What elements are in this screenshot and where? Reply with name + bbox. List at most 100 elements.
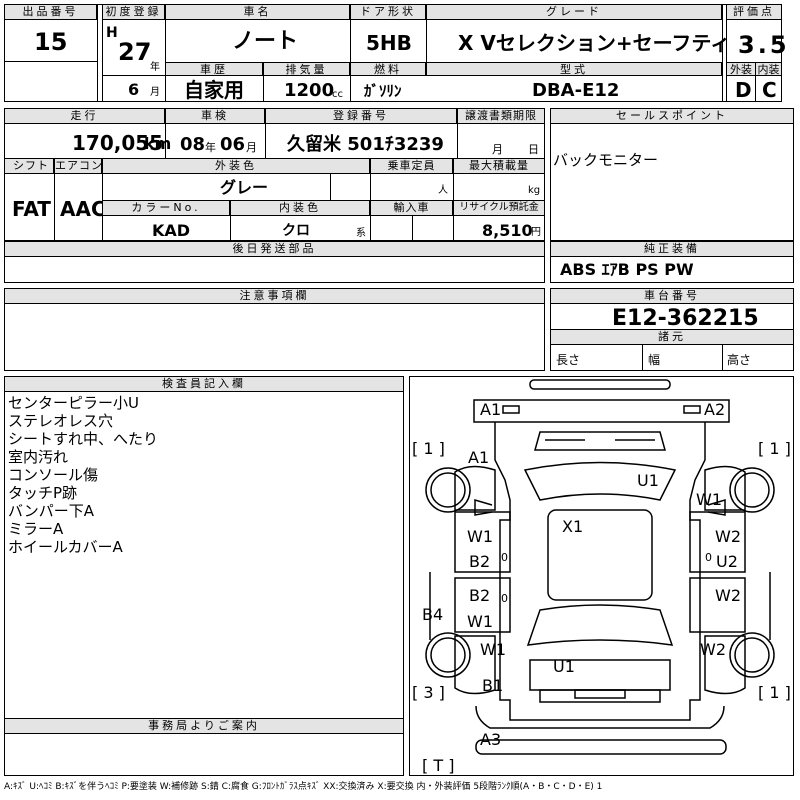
length-label: 長さ bbox=[556, 353, 581, 367]
mileage: 170,055 bbox=[72, 131, 164, 155]
color-header: 外装色 bbox=[102, 158, 370, 174]
exterior-grade: D bbox=[735, 78, 752, 102]
transfer-header: 譲渡書類期限 bbox=[457, 108, 545, 124]
exterior-color: グレー bbox=[220, 178, 269, 197]
damage-label: U1 bbox=[637, 471, 659, 490]
later-parts-header: 後日発送部品 bbox=[4, 241, 545, 257]
damage-label: B2 bbox=[469, 552, 491, 571]
car-name: ノート bbox=[232, 29, 299, 54]
grade-header: グレード bbox=[426, 4, 722, 20]
inspector-line: ホイールカバーA bbox=[8, 538, 123, 556]
damage-label: W1 bbox=[467, 612, 493, 631]
import-header: 輸入車 bbox=[370, 200, 453, 216]
interior-header: 内装 bbox=[755, 62, 782, 76]
damage-label: B1 bbox=[482, 676, 504, 695]
car-outline bbox=[425, 379, 775, 755]
inspector-notes: センターピラー小U ステレオレス穴 シートすれ中、へたり 室内汚れ コンソール傷… bbox=[8, 394, 398, 556]
sales-point: バックモニター bbox=[553, 151, 659, 169]
inspector-line: センターピラー小U bbox=[8, 394, 139, 412]
exterior-header: 外装 bbox=[726, 62, 756, 76]
interior-color: クロ bbox=[282, 223, 310, 239]
damage-label: W2 bbox=[715, 586, 741, 605]
mileage-header: 走行 bbox=[4, 108, 165, 124]
width-label: 幅 bbox=[648, 353, 661, 367]
inspector-line: タッチP跡 bbox=[8, 484, 78, 502]
car-name-header: 車名 bbox=[165, 4, 350, 20]
shift-header: シフト bbox=[4, 158, 54, 174]
era-mark: H bbox=[106, 25, 118, 41]
damage-label: [ 3 ] bbox=[412, 683, 445, 702]
damage-label: W1 bbox=[696, 490, 722, 509]
small-mark: 0 bbox=[501, 592, 508, 605]
inspection-month: 06 bbox=[220, 134, 246, 155]
inspector-line: コンソール傷 bbox=[8, 466, 99, 484]
small-mark: 0 bbox=[705, 551, 712, 564]
damage-label: W2 bbox=[715, 527, 741, 546]
door-type: 5HB bbox=[366, 31, 412, 55]
chassis-header: 車台番号 bbox=[550, 288, 794, 304]
damage-label: B2 bbox=[469, 586, 491, 605]
damage-label: A1 bbox=[468, 448, 490, 467]
damage-label: X1 bbox=[562, 517, 584, 536]
inspection-header: 車検 bbox=[165, 108, 265, 124]
vehicle-history: 自家用 bbox=[184, 78, 244, 102]
caution-header: 注意事項欄 bbox=[4, 288, 545, 304]
damage-diagram: A1 A2 [ 1 ] [ 1 ] A1 U1 W1 X1 W1 W2 B2 U… bbox=[409, 376, 794, 776]
history-header: 車歴 bbox=[165, 62, 263, 76]
displacement-header: 排気量 bbox=[263, 62, 350, 76]
overall-score: 3.5 bbox=[738, 31, 790, 59]
inspector-line: 室内汚れ bbox=[8, 448, 69, 466]
chassis-number: E12-362215 bbox=[612, 306, 759, 331]
inspector-line: ミラーA bbox=[8, 520, 64, 538]
legend: A:ｷｽﾞ U:ﾍｺﾐ B:ｷｽﾞを伴うﾍｺﾐ P:要塗装 W:補修跡 S:錆 … bbox=[4, 782, 603, 792]
spec-header: 諸元 bbox=[550, 329, 794, 345]
plate-header: 登録番号 bbox=[265, 108, 457, 124]
height-label: 高さ bbox=[727, 353, 752, 367]
displacement: 1200 bbox=[284, 80, 335, 101]
recycle-fee: 8,510 bbox=[482, 221, 533, 240]
damage-label: [ T ] bbox=[422, 756, 455, 775]
damage-label: W1 bbox=[480, 640, 506, 659]
model-code: DBA-E12 bbox=[532, 80, 620, 101]
color-number-header: カラーNo. bbox=[102, 200, 230, 216]
door-type-header: ドア形状 bbox=[350, 4, 426, 20]
damage-label: [ 1 ] bbox=[412, 439, 445, 458]
score-header: 評価点 bbox=[726, 4, 782, 20]
damage-label: A1 bbox=[480, 400, 502, 419]
recycle-header: リサイクル預託金 bbox=[453, 200, 545, 216]
inspection-year: 08 bbox=[180, 134, 206, 155]
sales-point-header: セールスポイント bbox=[550, 108, 794, 124]
capacity-header: 乗車定員 bbox=[370, 158, 453, 174]
plate-number: 久留米 501ﾁ3239 bbox=[287, 134, 444, 155]
damage-label: [ 1 ] bbox=[758, 683, 791, 702]
damage-label: U1 bbox=[553, 657, 575, 676]
office-header: 事務局よりご案内 bbox=[4, 718, 404, 734]
ac-header: エアコン bbox=[54, 158, 102, 174]
lot-number: 15 bbox=[34, 28, 68, 56]
damage-label: A2 bbox=[704, 400, 726, 419]
inspector-line: シートすれ中、へたり bbox=[8, 430, 159, 448]
inspector-header: 検査員記入欄 bbox=[4, 376, 404, 392]
small-mark: 0 bbox=[501, 551, 508, 564]
model-header: 型式 bbox=[426, 62, 722, 76]
color-number: KAD bbox=[152, 221, 191, 240]
interior-color-header: 内装色 bbox=[230, 200, 370, 216]
fuel: ｶﾞｿﾘﾝ bbox=[364, 82, 402, 100]
shift-type: FAT bbox=[12, 197, 51, 221]
inspector-line: バンパー下A bbox=[8, 502, 95, 520]
grade: X Vセレクション+セーフティ bbox=[458, 31, 731, 55]
interior-grade: C bbox=[762, 78, 777, 102]
damage-label: U2 bbox=[716, 552, 738, 571]
equipment-header: 純正装備 bbox=[550, 241, 794, 257]
inspector-line: ステレオレス穴 bbox=[8, 412, 114, 430]
lot-number-header: 出品番号 bbox=[4, 4, 97, 20]
first-reg-year: 27 bbox=[118, 38, 152, 66]
equipment: ABS ｴｱB PS PW bbox=[560, 260, 694, 279]
damage-label: A3 bbox=[480, 730, 502, 749]
first-registration-header: 初度登録 bbox=[102, 4, 165, 20]
damage-label: [ 1 ] bbox=[758, 439, 791, 458]
damage-label: W2 bbox=[700, 640, 726, 659]
ac-type: AAC bbox=[60, 197, 106, 221]
load-header: 最大積載量 bbox=[453, 158, 545, 174]
damage-label: W1 bbox=[467, 527, 493, 546]
